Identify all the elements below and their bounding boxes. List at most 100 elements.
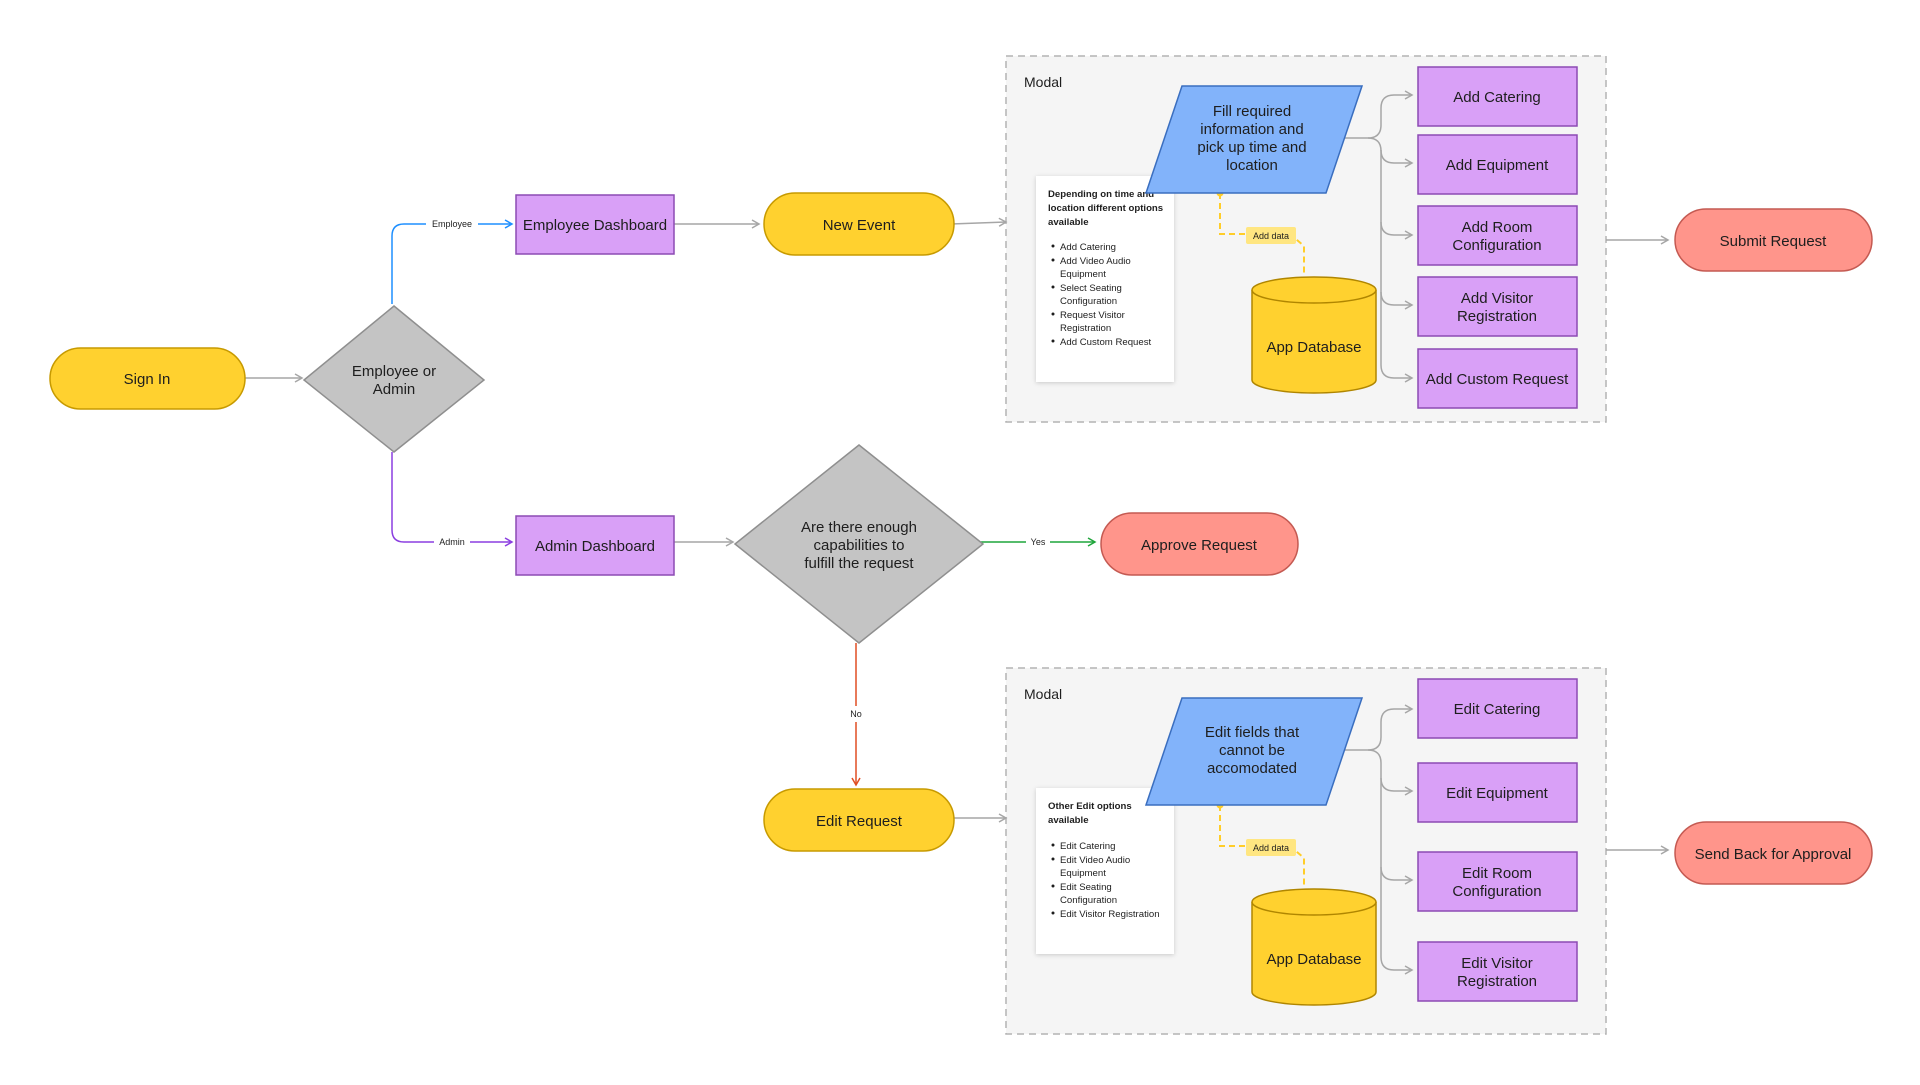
list-item: Edit Seating (1060, 882, 1112, 893)
option-label: Edit Room (1462, 865, 1532, 882)
edge-newevent-to-modal (950, 217, 1008, 227)
edge-no-label-bg (844, 706, 868, 722)
modal-top-database-label: App Database (1266, 339, 1361, 356)
node-submit-request[interactable]: Submit Request (1674, 208, 1873, 272)
list-item: Edit Catering (1060, 841, 1115, 852)
modal-top-input-line3: pick up time and (1197, 139, 1306, 156)
modal-top-note-title-3: available (1048, 217, 1089, 228)
modal-bottom-note-title-1: Other Edit options (1048, 801, 1132, 812)
modal-top-note-title-2: location different options (1048, 203, 1163, 214)
option-label: Add Custom Request (1426, 371, 1569, 388)
modal-top-option-add-equipment[interactable]: Add Equipment (1417, 134, 1578, 195)
list-item: Add Catering (1060, 242, 1116, 253)
option-label: Add Equipment (1446, 157, 1549, 174)
list-item: Select Seating (1060, 283, 1122, 294)
node-capabilities-line3: fulfill the request (804, 555, 914, 572)
option-label: Configuration (1452, 237, 1541, 254)
modal-top-input-line4: location (1226, 157, 1278, 174)
node-new-event[interactable]: New Event (763, 192, 955, 256)
node-new-event-label: New Event (823, 217, 896, 234)
option-label: Add Visitor (1461, 290, 1533, 307)
modal-bottom-input[interactable]: Edit fields that cannot be accomodated (1144, 697, 1364, 806)
modal-bottom-option-edit-room-configuration[interactable]: Edit Room Configuration (1417, 851, 1578, 912)
option-label: Edit Catering (1454, 701, 1541, 718)
list-item: Edit Visitor Registration (1060, 909, 1160, 920)
list-item-cont: Equipment (1060, 868, 1106, 879)
edge-employee-label-bg (426, 216, 478, 232)
node-send-back-label: Send Back for Approval (1695, 846, 1852, 863)
option-label: Add Room (1462, 219, 1533, 236)
modal-top-option-add-catering[interactable]: Add Catering (1417, 66, 1578, 127)
modal-bottom-database: App Database (1251, 888, 1377, 1006)
modal-top-option-add-room-configuration[interactable]: Add Room Configuration (1417, 205, 1578, 266)
node-approve-request-label: Approve Request (1141, 537, 1258, 554)
modal-bottom-note: Other Edit options available Edit Cateri… (1036, 788, 1174, 954)
node-edit-request[interactable]: Edit Request (763, 788, 955, 852)
modal-bottom-note-title-2: available (1048, 815, 1089, 826)
modal-top-title: Modal (1024, 74, 1062, 90)
node-employee-or-admin-line1: Employee or (352, 363, 436, 380)
option-label: Add Catering (1453, 89, 1541, 106)
node-employee-or-admin-line2: Admin (373, 381, 416, 398)
list-item: Edit Video Audio (1060, 855, 1130, 866)
node-capabilities-line1: Are there enough (801, 519, 917, 536)
option-label: Registration (1457, 973, 1537, 990)
node-capabilities-decision[interactable]: Are there enough capabilities to fulfill… (733, 444, 985, 644)
edge-no-label: No (850, 709, 862, 719)
node-capabilities-line2: capabilities to (814, 537, 905, 554)
list-item: Add Video Audio (1060, 256, 1131, 267)
edge-employee-label: Employee (432, 219, 472, 229)
list-item-cont: Registration (1060, 323, 1111, 334)
modal-bottom-note-list: Edit Catering Edit Video Audio Equipment… (1051, 841, 1160, 920)
modal-top-note: Depending on time and location different… (1036, 176, 1174, 382)
option-label: Registration (1457, 308, 1537, 325)
list-item-cont: Configuration (1060, 296, 1117, 307)
edge-fanout-top (1332, 90, 1414, 383)
node-admin-dashboard[interactable]: Admin Dashboard (515, 515, 675, 576)
list-item: Add Custom Request (1060, 337, 1152, 348)
modal-bottom-option-edit-catering[interactable]: Edit Catering (1417, 678, 1578, 739)
list-item-cont: Equipment (1060, 269, 1106, 280)
modal-top-input-line1: Fill required (1213, 103, 1291, 120)
node-employee-or-admin[interactable]: Employee or Admin (302, 305, 486, 453)
modal-top-database: App Database (1251, 276, 1377, 394)
edge-yes-label-bg (1026, 534, 1050, 550)
modal-bottom-add-data-chip: Add data (1246, 839, 1296, 856)
modal-top-option-add-custom-request[interactable]: Add Custom Request (1417, 348, 1578, 409)
node-edit-request-label: Edit Request (816, 813, 903, 830)
edge-yes-label: Yes (1031, 537, 1046, 547)
edge-fanout-bottom (1332, 704, 1414, 975)
modal-top-note-title-1: Depending on time and (1048, 189, 1154, 200)
edge-admin (391, 452, 514, 547)
modal-bottom-database-label: App Database (1266, 951, 1361, 968)
node-sign-in[interactable]: Sign In (49, 347, 246, 410)
modal-bottom-input-line3: accomodated (1207, 760, 1297, 777)
modal-top-input-line2: information and (1200, 121, 1303, 138)
edge-employee (391, 219, 514, 304)
node-admin-dashboard-label: Admin Dashboard (535, 538, 655, 555)
edge-admin-label: Admin (439, 537, 465, 547)
list-item-cont: Configuration (1060, 895, 1117, 906)
node-send-back-for-approval[interactable]: Send Back for Approval (1674, 821, 1873, 885)
node-sign-in-label: Sign In (124, 371, 171, 388)
node-submit-request-label: Submit Request (1720, 233, 1828, 250)
modal-bottom-input-line1: Edit fields that (1205, 724, 1300, 741)
node-employee-dashboard[interactable]: Employee Dashboard (515, 194, 675, 255)
modal-bottom-option-edit-equipment[interactable]: Edit Equipment (1417, 762, 1578, 823)
list-item: Request Visitor (1060, 310, 1126, 321)
modal-bottom-option-edit-visitor-registration[interactable]: Edit Visitor Registration (1417, 941, 1578, 1002)
node-approve-request[interactable]: Approve Request (1100, 512, 1299, 576)
modal-top-input[interactable]: Fill required information and pick up ti… (1144, 85, 1364, 194)
option-label: Configuration (1452, 883, 1541, 900)
node-employee-dashboard-label: Employee Dashboard (523, 217, 667, 234)
modal-top-add-data-label: Add data (1253, 231, 1289, 241)
option-label: Edit Equipment (1446, 785, 1549, 802)
modal-bottom-title: Modal (1024, 686, 1062, 702)
edge-admin-label-bg (434, 534, 470, 550)
modal-top-note-list: Add Catering Add Video Audio Equipment S… (1051, 242, 1152, 348)
modal-top-option-add-visitor-registration[interactable]: Add Visitor Registration (1417, 276, 1578, 337)
modal-bottom-input-line2: cannot be (1219, 742, 1285, 759)
modal-top-add-data-chip: Add data (1246, 227, 1296, 244)
option-label: Edit Visitor (1461, 955, 1532, 972)
